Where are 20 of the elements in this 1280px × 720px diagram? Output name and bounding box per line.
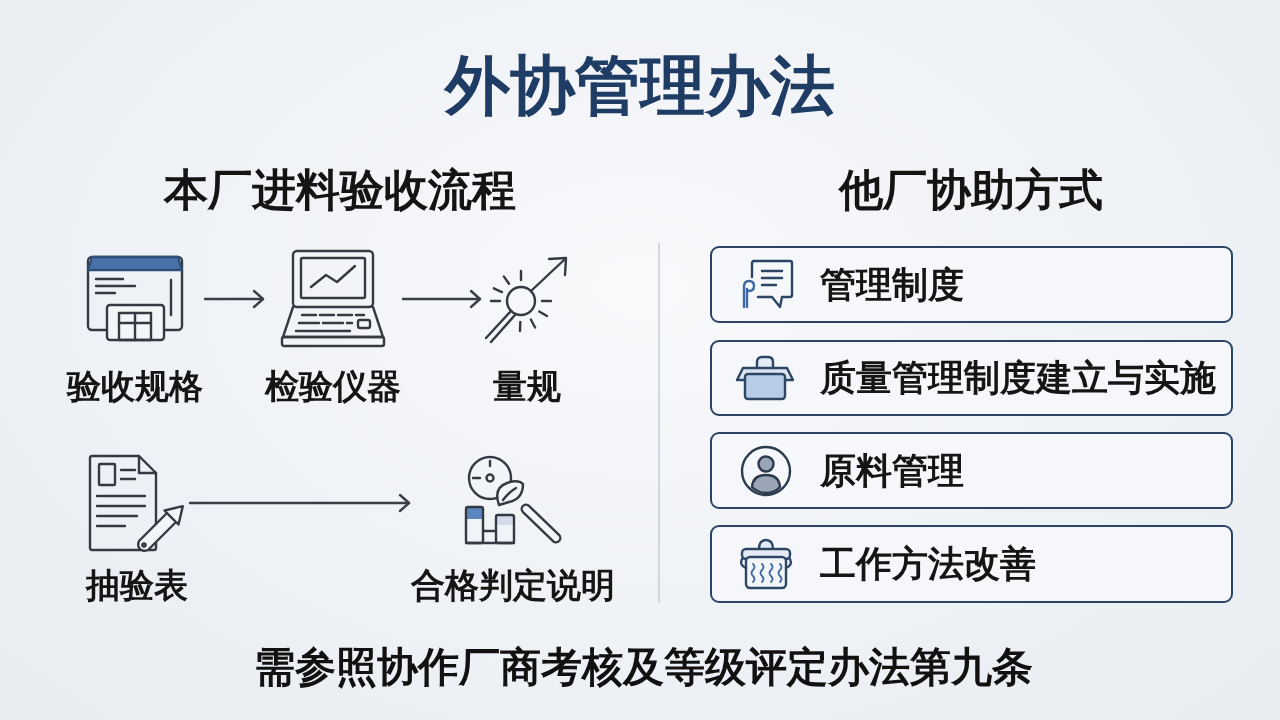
arrow [203,289,265,309]
title: 外协管理办法 [445,47,835,125]
list-box [710,246,1233,323]
section-heading: 他厂协助方式 [839,163,1103,217]
list-box [710,432,1233,509]
list-box [710,340,1233,416]
icon-caption: 量规 [492,366,562,406]
arrow [188,493,411,513]
item-text: 管理制度 [820,262,964,307]
icon-caption: 检验仪器 [265,366,401,406]
list-box [710,525,1233,603]
section-heading: 本厂进料验收流程 [164,163,516,217]
icon-caption: 验收规格 [67,366,203,406]
arrow [401,289,482,309]
item-text: 质量管理制度建立与实施 [820,356,1216,400]
icon-caption: 合格判定说明 [411,565,615,605]
item-text: 工作方法改善 [820,542,1036,586]
icon-caption: 抽验表 [86,565,188,605]
item-text: 原料管理 [820,448,964,493]
caption: 需参照协作厂商考核及等级评定办法第九条 [253,643,1033,693]
